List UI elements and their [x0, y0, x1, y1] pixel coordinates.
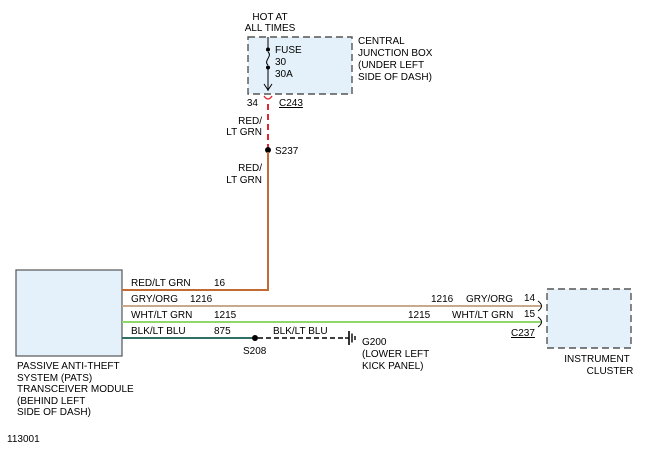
connector-c243-symbol — [263, 95, 273, 100]
connector-c243-label: C243 — [279, 98, 303, 109]
figure-id: 113001 — [7, 434, 40, 445]
ground-location-line2: KICK PANEL) — [362, 361, 424, 372]
wire-blk-lt-blu-color-right: BLK/LT BLU — [273, 326, 328, 337]
upper-wire-color-line2: LT GRN — [226, 127, 262, 138]
wire-gry-org-circuit-left: 1216 — [190, 294, 213, 305]
pats-module-box — [15, 269, 123, 357]
ground-location-line1: (LOWER LEFT — [362, 349, 429, 360]
cjb-label-line2: JUNCTION BOX — [358, 48, 433, 59]
wire-wht-lt-grn-color-right: WHT/LT GRN — [452, 310, 513, 321]
splice-s208-dot — [252, 335, 258, 341]
lower-wire-color-line2: LT GRN — [226, 175, 262, 186]
c237-pin-15: 15 — [524, 309, 536, 320]
c237-pin-15-connector — [537, 316, 542, 328]
splice-s237-label: S237 — [275, 146, 299, 157]
fuse-label: FUSE — [275, 45, 302, 56]
pats-label-line5: SIDE OF DASH) — [17, 407, 91, 418]
wire-gry-org-circuit-right: 1216 — [431, 294, 454, 305]
lower-wire-color-line1: RED/ — [238, 163, 262, 174]
central-junction-box — [247, 36, 353, 95]
connector-c237-label: C237 — [511, 328, 535, 339]
splice-s208-label: S208 — [243, 346, 267, 357]
splice-s237-dot — [265, 147, 271, 153]
pats-label-line1: PASSIVE ANTI-THEFT — [17, 361, 120, 372]
wire-wht-lt-grn-circuit-left: 1215 — [214, 310, 237, 321]
cluster-label-line2: CLUSTER — [587, 366, 634, 377]
wire-blk-lt-blu-color-left: BLK/LT BLU — [131, 326, 186, 337]
c243-pin-number: 34 — [247, 98, 259, 109]
power-label-line2: ALL TIMES — [245, 23, 296, 34]
fuse-number: 30 — [275, 57, 287, 68]
c237-pin-14-connector — [537, 300, 542, 312]
power-label-line1: HOT AT — [252, 12, 287, 23]
cjb-label-line1: CENTRAL — [358, 36, 405, 47]
fuse-rating: 30A — [275, 69, 293, 80]
wire-red-lt-grn-color: RED/LT GRN — [131, 278, 191, 289]
cjb-label-line4: SIDE OF DASH) — [358, 72, 432, 83]
wire-wht-lt-grn-circuit-right: 1215 — [408, 310, 431, 321]
wire-gry-org-color-left: GRY/ORG — [131, 294, 178, 305]
wire-gry-org-color-right: GRY/ORG — [466, 294, 513, 305]
pats-label-line3: TRANSCEIVER MODULE — [17, 384, 134, 395]
c237-pin-14: 14 — [524, 293, 536, 304]
cluster-label-line1: INSTRUMENT — [564, 354, 630, 365]
ground-symbol — [345, 331, 356, 345]
instrument-cluster-box — [546, 288, 632, 349]
fuse-symbol — [263, 37, 273, 91]
wire-red-lt-grn-circuit: 16 — [214, 278, 226, 289]
upper-wire-color-line1: RED/ — [238, 116, 262, 127]
ground-g200-label: G200 — [362, 337, 387, 348]
pats-label-line4: (BEHIND LEFT — [17, 396, 85, 407]
wire-blk-lt-blu-circuit: 875 — [214, 326, 231, 337]
cjb-label-line3: (UNDER LEFT — [358, 60, 424, 71]
pats-label-line2: SYSTEM (PATS) — [17, 373, 92, 384]
wire-wht-lt-grn-color-left: WHT/LT GRN — [131, 310, 192, 321]
